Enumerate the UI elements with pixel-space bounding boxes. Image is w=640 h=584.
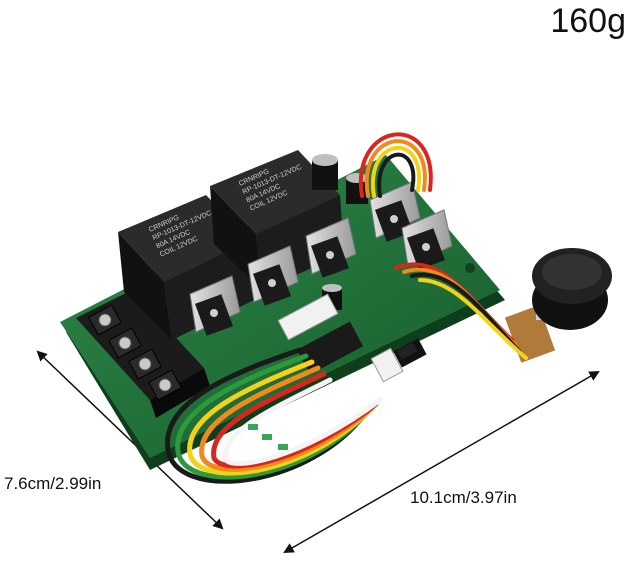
wire-harness-front xyxy=(165,347,383,484)
wire-harness-pot xyxy=(394,262,528,360)
length-label: 10.1cm/3.97in xyxy=(410,488,517,507)
width-label: 7.6cm/2.99in xyxy=(4,474,102,493)
wire-connector xyxy=(277,293,427,383)
potentiometer-knob[interactable] xyxy=(504,248,612,363)
wire-harness-top xyxy=(358,132,433,198)
width-dimension-arrow xyxy=(36,350,224,530)
weight-label: 160g xyxy=(550,2,626,40)
screw-terminal-block xyxy=(76,290,210,418)
heatsink-mosfet xyxy=(189,181,453,336)
smd-components xyxy=(248,342,418,450)
length-dimension-arrow xyxy=(283,370,600,554)
